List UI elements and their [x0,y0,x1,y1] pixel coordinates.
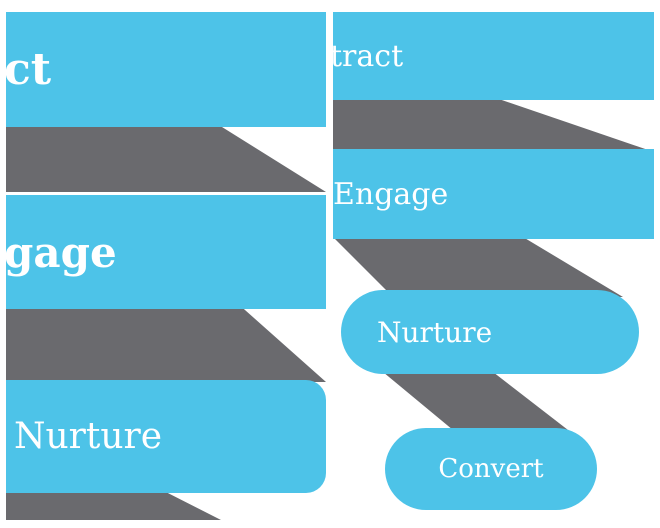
left-stage-nurture-label: Nurture [14,416,163,457]
right-connector-1 [333,97,654,152]
left-zoomed-panel: ct gage Nurture [6,12,326,520]
left-connector-2 [6,302,326,382]
left-connector-3 [6,487,221,520]
right-stage-convert-band: Convert [385,428,597,510]
right-stage-attract-label: tract [333,38,404,74]
right-funnel-panel: tract Engage Nurture Convert [333,12,654,520]
right-stage-engage-label: Engage [333,176,449,212]
left-stage-engage-label: gage [6,227,117,277]
right-ribbon-connectors [333,97,654,430]
right-connector-2 [333,237,623,297]
left-ribbon-connectors [6,117,326,520]
right-stage-engage-band: Engage [333,149,654,239]
right-stage-attract-band: tract [333,12,654,100]
left-stage-attract-label: ct [6,44,52,95]
right-stage-nurture-band: Nurture [341,290,639,374]
right-stage-convert-label: Convert [438,454,544,484]
left-stage-engage-band: gage [6,195,326,309]
left-connector-1 [6,117,326,192]
left-stage-attract-band: ct [6,12,326,127]
right-connector-3 [383,372,568,430]
right-stage-nurture-label: Nurture [377,315,493,349]
left-stage-nurture-band: Nurture [6,380,326,493]
